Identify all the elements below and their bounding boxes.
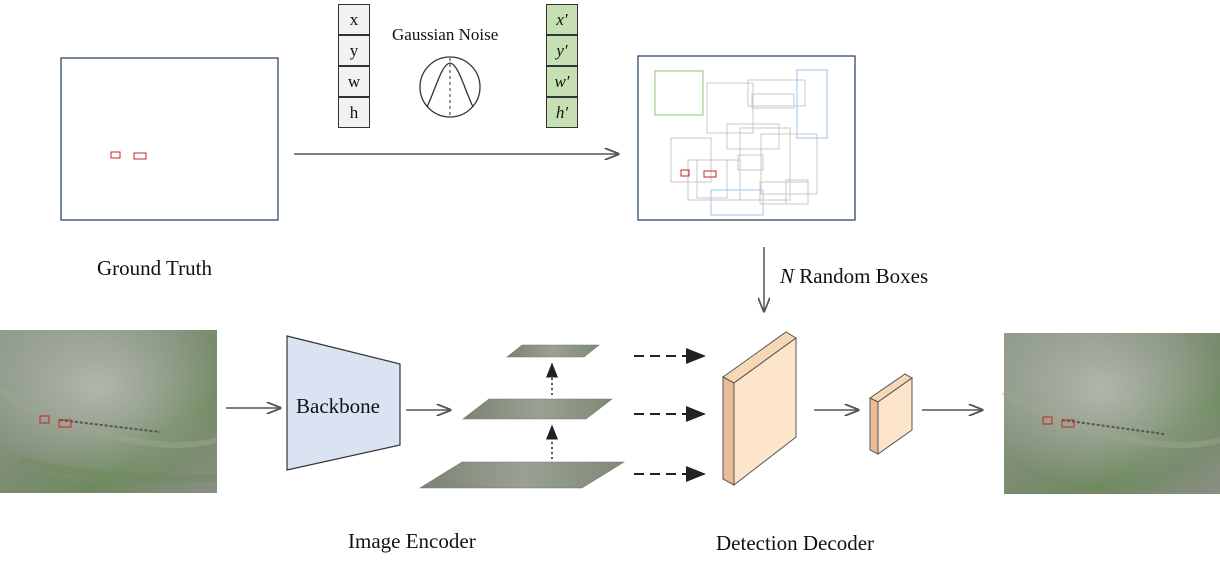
gaussian-curve-icon [419, 56, 481, 118]
image-encoder-label: Image Encoder [348, 529, 476, 553]
random-boxes-text: Random Boxes [794, 264, 929, 288]
noisy-cell-h: h′ [546, 97, 578, 128]
noisy-cell-y: y′ [546, 35, 578, 66]
param-cell-x: x [338, 4, 370, 35]
param-cell-h: h [338, 97, 370, 128]
detection-decoder-label: Detection Decoder [716, 531, 875, 555]
feature-map-large [418, 461, 626, 489]
decoder-block-small [869, 373, 913, 455]
random-boxes-n: N [780, 264, 795, 288]
random-gt-box-2 [703, 170, 717, 178]
decoder-block-large [722, 331, 797, 487]
backbone-block [286, 335, 401, 471]
param-cell-y: y [338, 35, 370, 66]
random-boxes [654, 69, 828, 216]
ground-truth-label: Ground Truth [97, 256, 212, 280]
gaussian-noise-label: Gaussian Noise [392, 25, 499, 44]
backbone-label: Backbone [296, 394, 380, 418]
param-cell-w: w [338, 66, 370, 97]
random-gt-box-1 [680, 169, 690, 177]
gt-box-1 [110, 151, 121, 159]
noisy-cell-x: x′ [546, 4, 578, 35]
gt-box-2 [133, 152, 147, 160]
ground-truth-frame [60, 57, 279, 221]
feature-map-small [506, 344, 600, 358]
random-boxes-label: N Random Boxes [780, 264, 928, 289]
feature-map-medium [462, 398, 613, 420]
noisy-cell-w: w′ [546, 66, 578, 97]
output-aerial-image [1002, 333, 1220, 494]
input-aerial-image [0, 330, 218, 493]
